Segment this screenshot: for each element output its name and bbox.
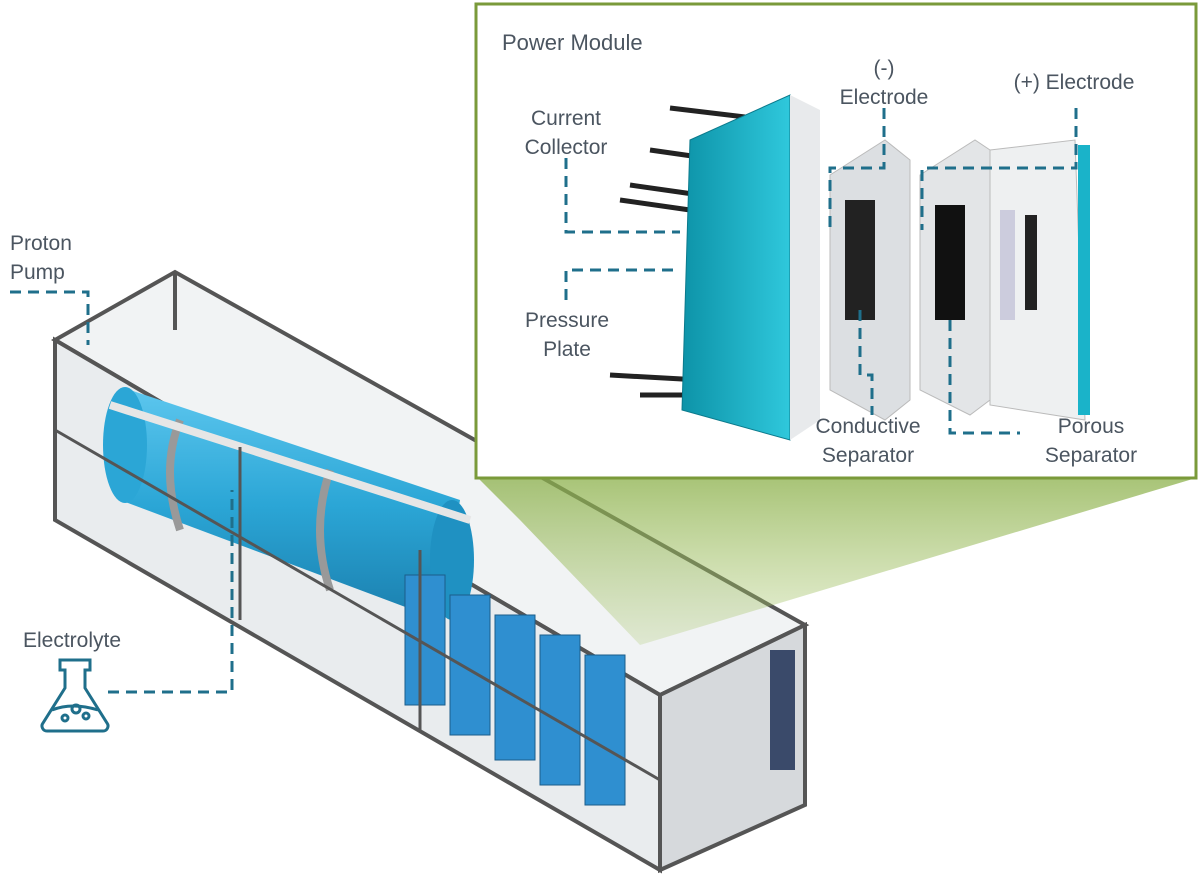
tank xyxy=(103,387,474,620)
neg-electrode-label: Electrode xyxy=(839,86,929,109)
porous-separator-label-2: Separator xyxy=(1044,444,1138,467)
neg-electrode-sign: (-) xyxy=(873,57,895,80)
flask-icon xyxy=(40,658,110,733)
zoom-projection xyxy=(478,478,1196,645)
proton-pump-label-1: Proton xyxy=(10,232,72,255)
pos-electrode-label: (+) Electrode xyxy=(1013,71,1135,94)
conductive-separator-label-2: Separator xyxy=(821,444,915,467)
proton-pump-label-2: Pump xyxy=(10,261,65,284)
conductive-separator-label-1: Conductive xyxy=(815,415,921,438)
leader-lines xyxy=(10,108,1078,694)
power-module-drawing xyxy=(609,94,1090,441)
electrolyte-label: Electrolyte xyxy=(23,629,122,652)
current-collector-label-2: Collector xyxy=(524,136,608,159)
pressure-plate-label-1: Pressure xyxy=(524,309,610,332)
porous-separator-label-1: Porous xyxy=(1057,415,1125,438)
pressure-plate-label-2: Plate xyxy=(543,338,591,361)
pressure-plate xyxy=(681,94,791,441)
current-collector-label-1: Current xyxy=(530,107,602,130)
battery-stacks xyxy=(404,574,626,806)
power-module-title: Power Module xyxy=(502,30,643,55)
control-panel xyxy=(770,650,795,770)
